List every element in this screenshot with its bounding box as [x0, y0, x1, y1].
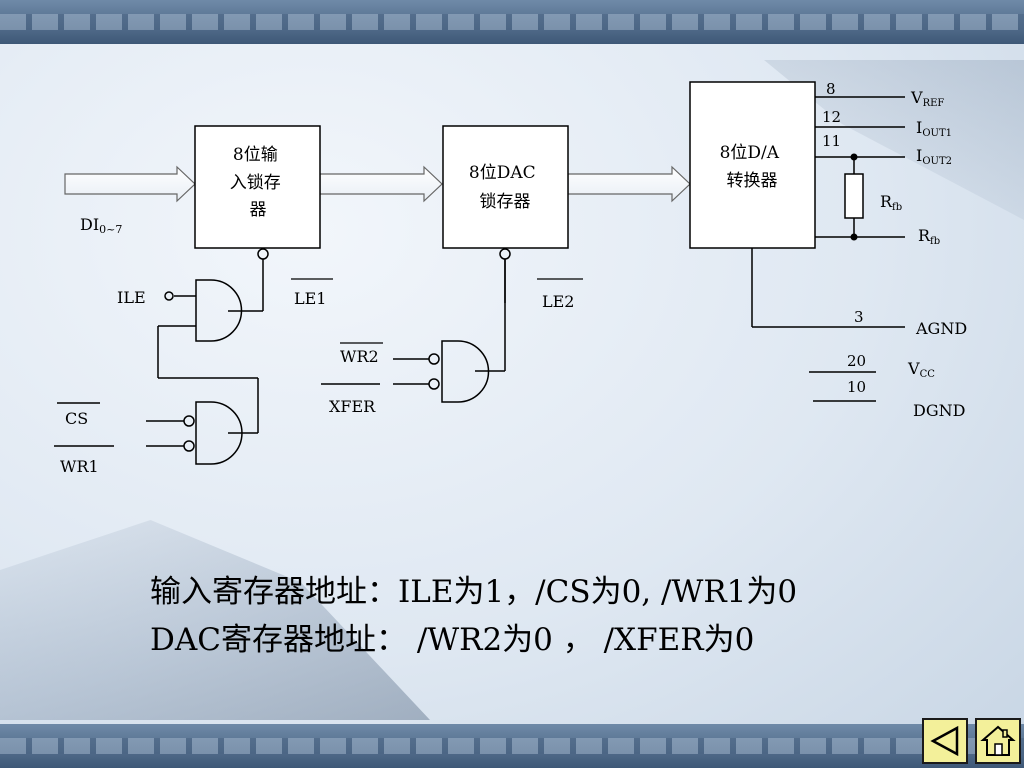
input-latch-label-3: 器 [250, 200, 267, 220]
rfb-resistor-label: Rfb [880, 192, 902, 213]
pin-11-label: 11 [822, 132, 841, 150]
svg-text:8位D/A 转换器: 8位D/A 转换器 [720, 143, 785, 191]
da-converter-block [689, 81, 816, 249]
input-latch-block [194, 125, 321, 249]
ile-label: ILE [117, 288, 146, 307]
dac-latch-label-2: 锁存器 [480, 192, 531, 212]
pin-20-label: 20 [847, 352, 866, 370]
da-converter-label-1: 8位D/A [720, 143, 780, 163]
caption-line-dac-register: DAC寄存器地址： /WR2为0 ， /XFER为0 [150, 622, 755, 658]
top-decor-band [0, 0, 1024, 44]
back-button[interactable] [922, 718, 968, 764]
bus-arrow-dac-to-converter [567, 165, 691, 203]
home-icon [980, 725, 1016, 756]
and-gate-ile [195, 279, 243, 342]
bottom-decor-band [0, 724, 1024, 768]
iout1-label: IOUT1 [916, 118, 952, 139]
pin-10-label: 10 [847, 378, 866, 396]
wr1-label: WR1 [60, 457, 99, 476]
and-gate-wr2-xfer [441, 340, 490, 403]
xfer-label: XFER [329, 397, 376, 416]
vcc-label: VCC [907, 359, 935, 380]
wr1-inversion-bubble [183, 440, 195, 452]
ile-input-pin [164, 291, 174, 301]
bus-arrow-latch-to-dac [319, 165, 443, 203]
iout2-label: IOUT2 [916, 146, 952, 167]
input-latch-label-2: 入锁存 [230, 173, 281, 193]
home-button[interactable] [975, 718, 1021, 764]
rfb-pin-label: Rfb [918, 226, 940, 247]
input-latch-label-1: 8位输 [233, 145, 278, 165]
le1-inversion-bubble [257, 248, 269, 260]
wr2-label: WR2 [340, 347, 379, 366]
iout2-junction-dot [850, 153, 858, 161]
cs-inversion-bubble [183, 415, 195, 427]
agnd-label: AGND [915, 319, 967, 338]
rfb-resistor [844, 173, 864, 219]
pin-3-label: 3 [854, 308, 864, 326]
di-bus-label: DI0~7 [80, 215, 122, 236]
svg-text:8位输 入锁存 器: 8位输 入锁存 器 [230, 145, 286, 220]
caption-line-input-register: 输入寄存器地址：ILE为1，/CS为0, /WR1为0 [150, 574, 798, 610]
and-gate-cs-wr1 [195, 401, 243, 465]
dac-latch-label-1: 8位DAC [469, 163, 536, 183]
xfer-inversion-bubble [428, 378, 440, 390]
back-arrow-icon [930, 725, 959, 757]
da-converter-label-2: 转换器 [727, 171, 778, 191]
cs-label: CS [65, 409, 88, 428]
dac-latch-block [442, 125, 569, 249]
wr2-inversion-bubble [428, 353, 440, 365]
svg-text:8位DAC 锁存器: 8位DAC 锁存器 [469, 163, 541, 212]
pin-8-label: 8 [826, 80, 836, 98]
le1-label: LE1 [294, 289, 326, 308]
rfb-junction-dot [850, 233, 858, 241]
pin-12-label: 12 [822, 108, 841, 126]
dgnd-label: DGND [913, 401, 965, 420]
bus-arrow-input [64, 165, 196, 203]
le2-inversion-bubble [499, 248, 511, 260]
vref-label: VREF [910, 88, 944, 109]
le2-label: LE2 [542, 292, 574, 311]
